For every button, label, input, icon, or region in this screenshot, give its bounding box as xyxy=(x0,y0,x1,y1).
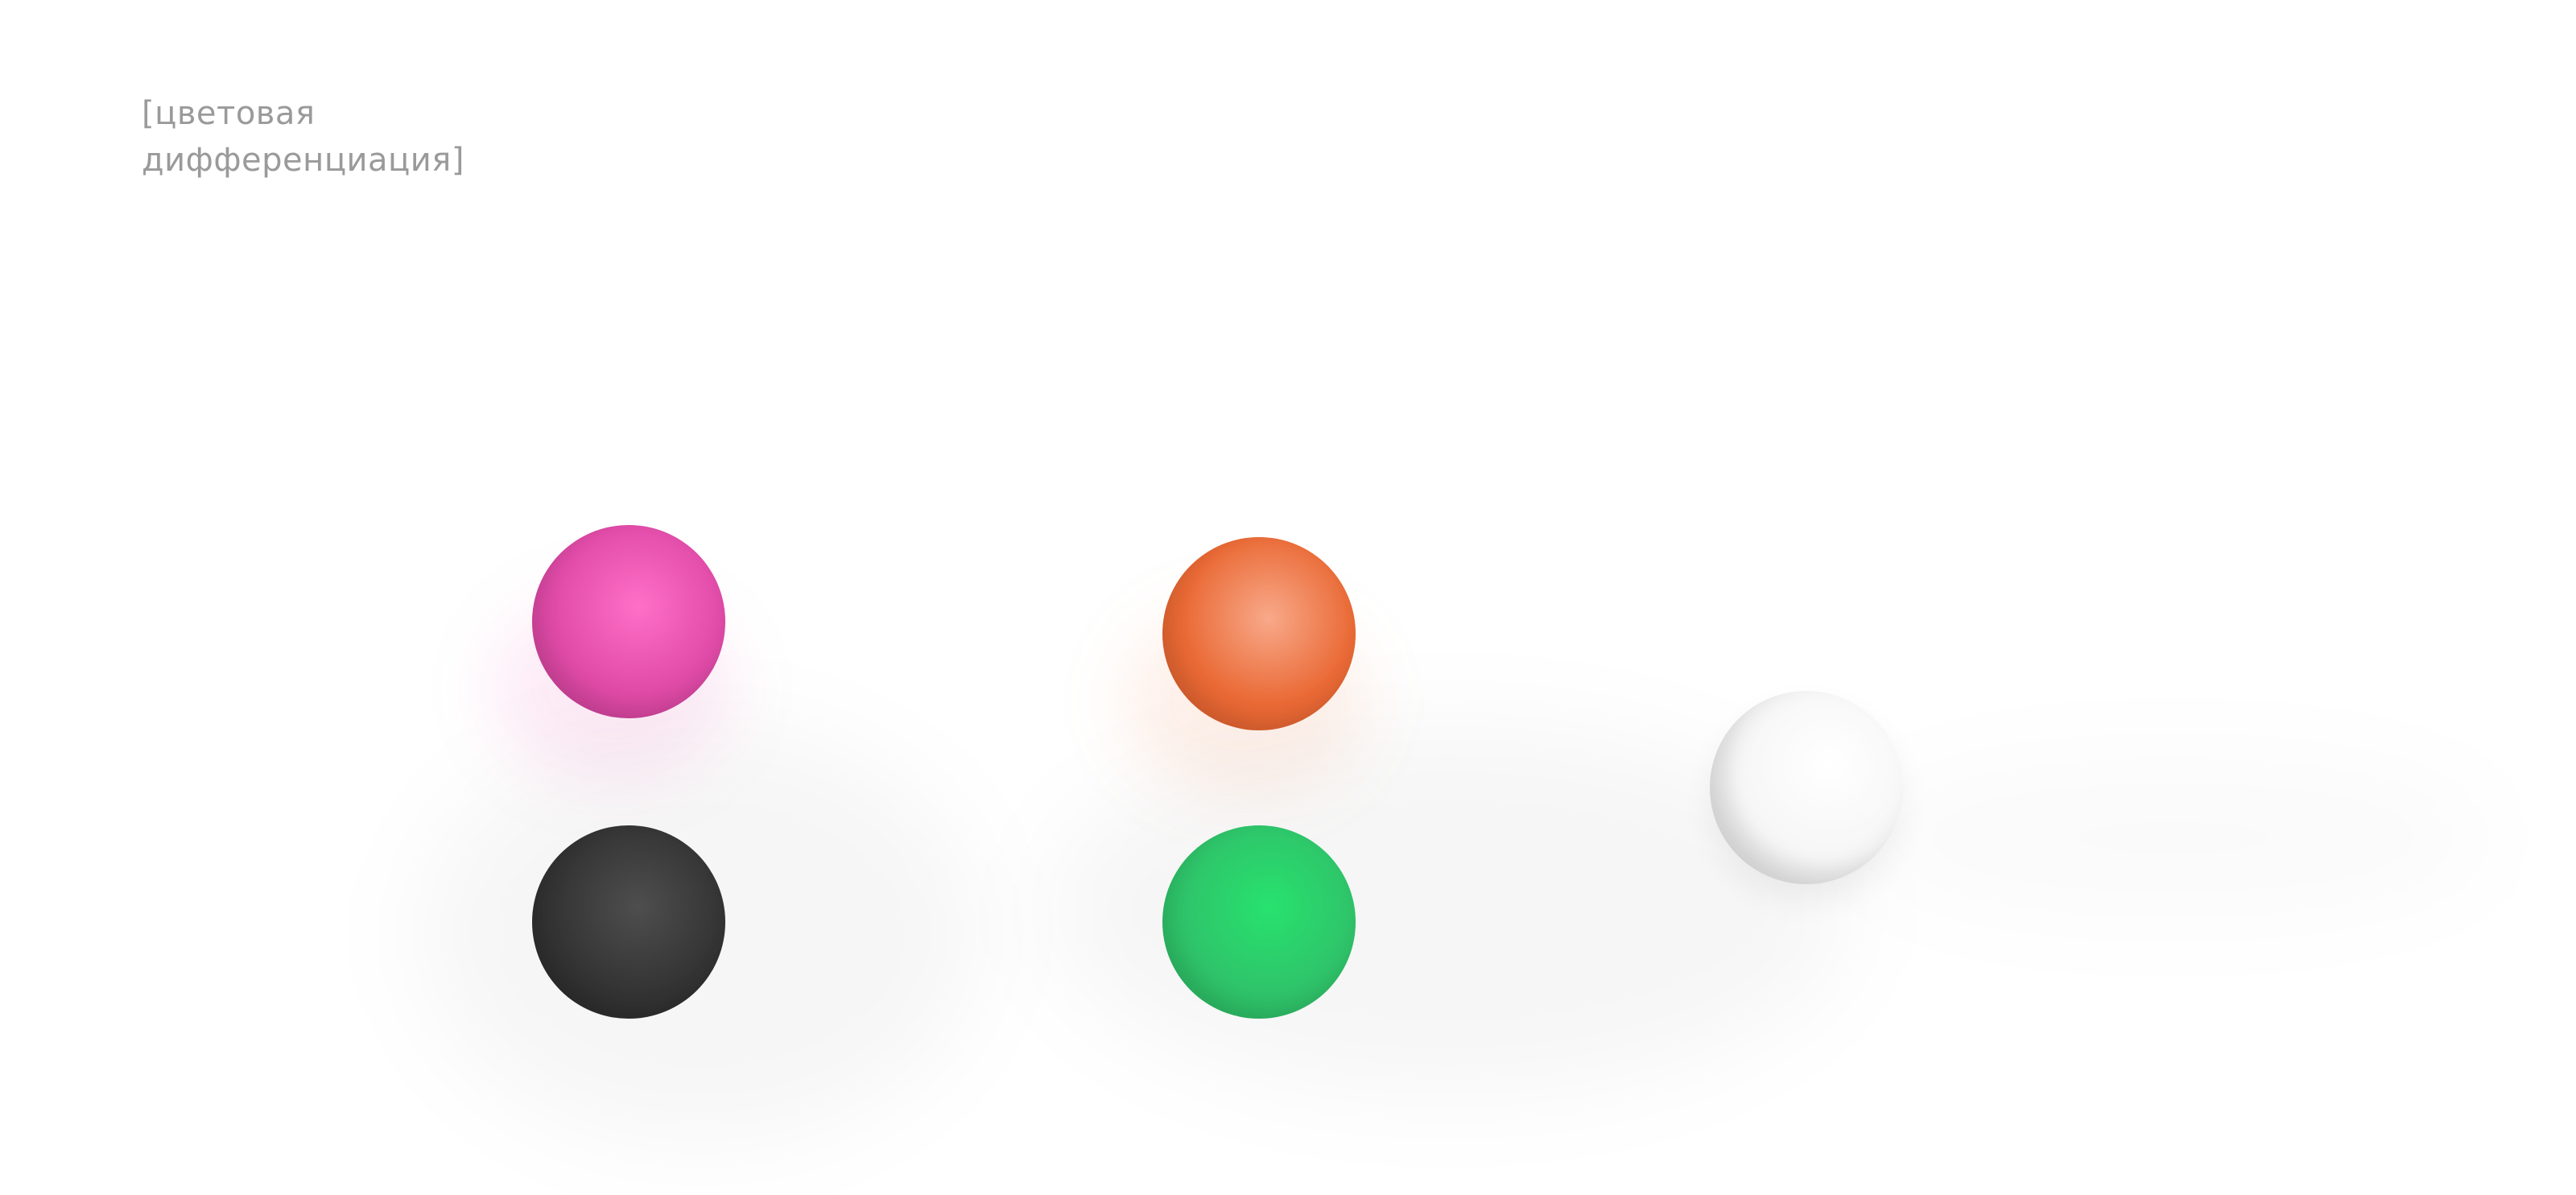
black-sphere xyxy=(532,825,725,1019)
caption-line-2: дифференциация] xyxy=(142,142,464,179)
white-sphere xyxy=(1710,691,1903,884)
green-sphere xyxy=(1162,825,1356,1019)
floor-shadow-right xyxy=(1852,757,2496,918)
caption: [цветовая дифференциация] xyxy=(142,90,464,184)
caption-line-1: [цветовая xyxy=(142,95,316,132)
orange-sphere xyxy=(1162,537,1356,730)
pink-sphere xyxy=(532,525,725,718)
